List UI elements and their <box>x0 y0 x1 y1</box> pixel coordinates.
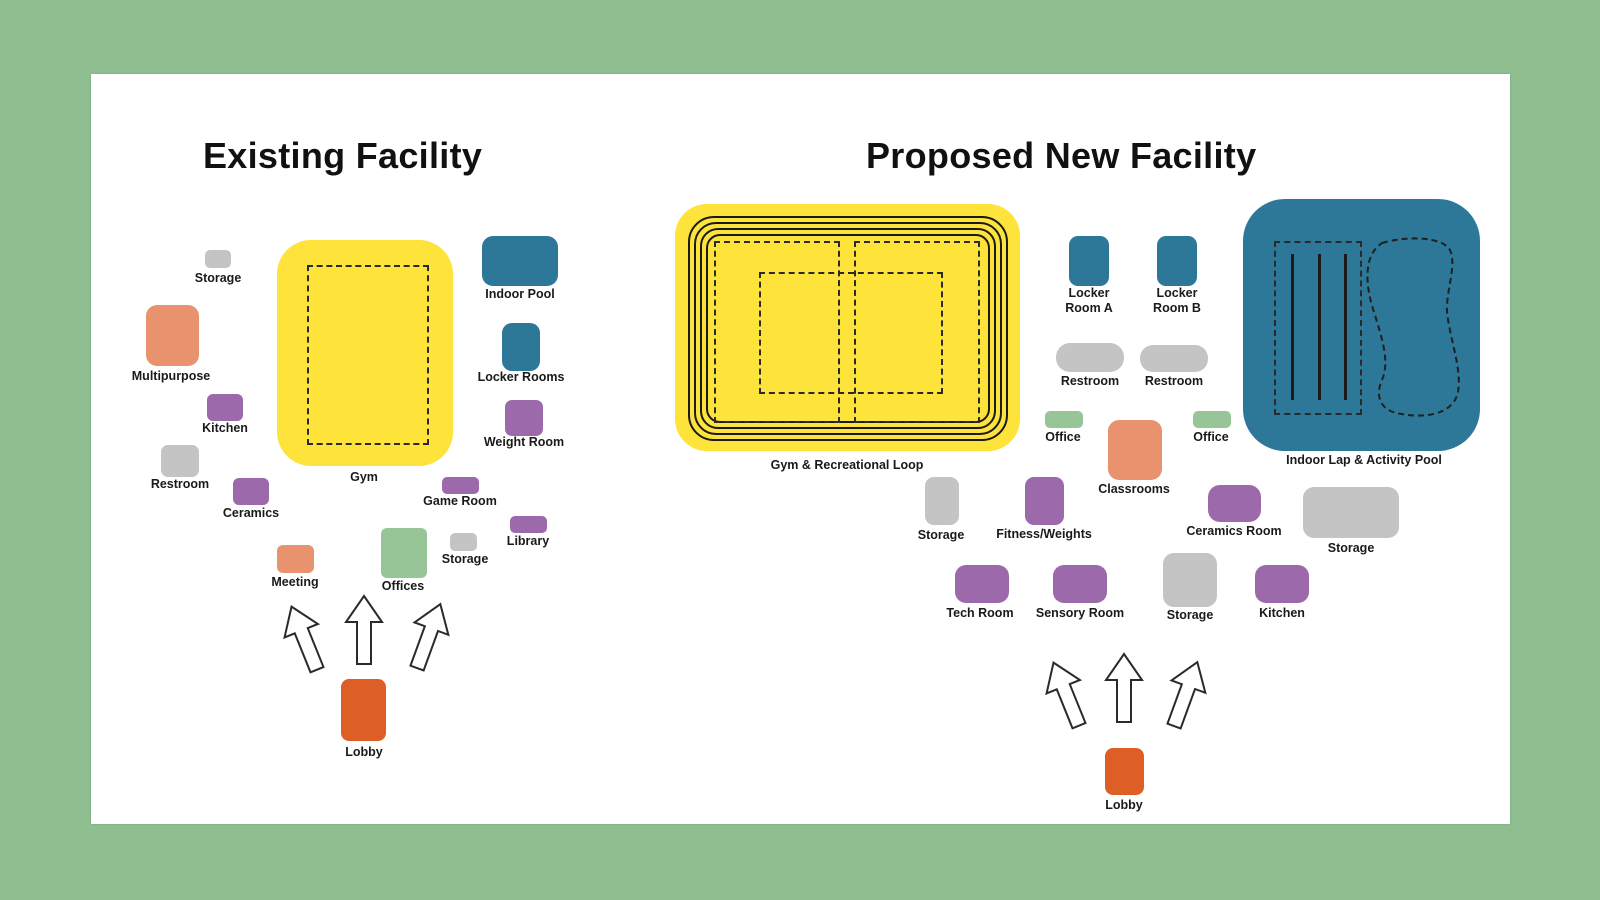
proposed-flow-arrow-right-icon <box>1166 660 1207 730</box>
proposed-office-a <box>1045 411 1083 428</box>
proposed-locker-room-a <box>1069 236 1109 286</box>
proposed-lobby-label: Lobby <box>1105 798 1143 812</box>
existing-offices-label: Offices <box>381 579 425 593</box>
existing-locker-rooms <box>502 323 540 371</box>
proposed-lap-lane-line <box>1344 254 1347 400</box>
proposed-storage-b-label: Storage <box>1327 541 1375 555</box>
existing-offices <box>381 528 427 578</box>
existing-ceramics-label: Ceramics <box>222 506 280 520</box>
existing-indoor-pool <box>482 236 558 286</box>
proposed-classrooms <box>1108 420 1162 480</box>
proposed-recreational-loop-track <box>688 216 1008 441</box>
proposed-office-b-label: Office <box>1193 430 1229 444</box>
proposed-recreational-loop-track <box>706 234 990 423</box>
proposed-restroom-b-label: Restroom <box>1144 374 1204 388</box>
existing-lobby <box>341 679 386 741</box>
existing-library-label: Library <box>506 534 550 548</box>
existing-gym-court-outline <box>307 265 429 445</box>
proposed-gym-loop <box>675 204 1020 451</box>
proposed-recreational-loop-track <box>700 228 996 429</box>
existing-indoor-pool-label: Indoor Pool <box>485 287 555 301</box>
existing-flow-arrow-center-icon <box>344 594 384 665</box>
proposed-storage-a <box>925 477 959 525</box>
proposed-ceramics-room-label: Ceramics Room <box>1186 524 1282 538</box>
existing-facility-title: Existing Facility <box>203 135 483 176</box>
existing-game-room-label: Game Room <box>423 494 497 508</box>
existing-kitchen <box>207 394 243 421</box>
proposed-lap-lane-line <box>1318 254 1321 400</box>
proposed-classrooms-label: Classrooms <box>1098 482 1170 496</box>
proposed-fitness-weights <box>1025 477 1064 525</box>
existing-flow-arrow-right-icon <box>409 602 450 672</box>
proposed-gym-loop-label: Gym & Recreational Loop <box>770 458 924 472</box>
existing-storage-low-label: Storage <box>441 552 489 566</box>
proposed-storage-b <box>1303 487 1399 538</box>
proposed-ceramics-room <box>1208 485 1261 522</box>
proposed-storage-c-label: Storage <box>1166 608 1214 622</box>
existing-weight-room <box>505 400 543 436</box>
proposed-indoor-pool-label: Indoor Lap & Activity Pool <box>1286 453 1442 467</box>
proposed-fitness-weights-label: Fitness/Weights <box>996 527 1092 541</box>
proposed-facility-title: Proposed New Facility <box>866 135 1257 176</box>
existing-restroom-label: Restroom <box>150 477 210 491</box>
proposed-locker-room-b <box>1157 236 1197 286</box>
proposed-lobby <box>1105 748 1144 795</box>
existing-restroom <box>161 445 199 477</box>
existing-meeting <box>277 545 314 573</box>
proposed-restroom-a <box>1056 343 1124 372</box>
existing-lobby-label: Lobby <box>345 745 383 759</box>
existing-ceramics <box>233 478 269 505</box>
proposed-tech-room-label: Tech Room <box>946 606 1014 620</box>
existing-kitchen-label: Kitchen <box>202 421 248 435</box>
existing-weight-room-label: Weight Room <box>483 435 565 449</box>
existing-flow-arrow-left-icon <box>283 604 325 674</box>
proposed-storage-a-label: Storage <box>917 528 965 542</box>
proposed-office-b <box>1193 411 1231 428</box>
existing-multipurpose <box>146 305 199 366</box>
proposed-kitchen-label: Kitchen <box>1259 606 1305 620</box>
proposed-gym-court-left <box>714 241 840 423</box>
proposed-storage-c <box>1163 553 1217 607</box>
proposed-lap-lanes-outline <box>1274 241 1362 415</box>
existing-locker-rooms-label: Locker Rooms <box>477 370 565 384</box>
proposed-gym-court-center <box>759 272 943 394</box>
existing-storage-low <box>450 533 477 551</box>
proposed-sensory-room <box>1053 565 1107 603</box>
proposed-kitchen <box>1255 565 1309 603</box>
existing-meeting-label: Meeting <box>271 575 319 589</box>
proposed-office-a-label: Office <box>1045 430 1081 444</box>
existing-multipurpose-label: Multipurpose <box>131 369 211 383</box>
existing-storage-top <box>205 250 231 268</box>
proposed-flow-arrow-center-icon <box>1104 652 1144 723</box>
proposed-flow-arrow-left-icon <box>1045 660 1087 730</box>
existing-library <box>510 516 547 533</box>
existing-gym <box>277 240 453 466</box>
proposed-locker-room-a-label: Locker Room A <box>1065 286 1113 315</box>
proposed-restroom-b <box>1140 345 1208 372</box>
existing-storage-top-label: Storage <box>194 271 242 285</box>
proposed-gym-court-right <box>854 241 980 423</box>
existing-game-room <box>442 477 479 494</box>
proposed-sensory-room-label: Sensory Room <box>1035 606 1125 620</box>
proposed-lap-lane-line <box>1291 254 1294 400</box>
proposed-locker-room-b-label: Locker Room B <box>1153 286 1201 315</box>
proposed-restroom-a-label: Restroom <box>1060 374 1120 388</box>
existing-gym-label: Gym <box>350 470 378 484</box>
proposed-tech-room <box>955 565 1009 603</box>
proposed-recreational-loop-track <box>694 222 1002 435</box>
